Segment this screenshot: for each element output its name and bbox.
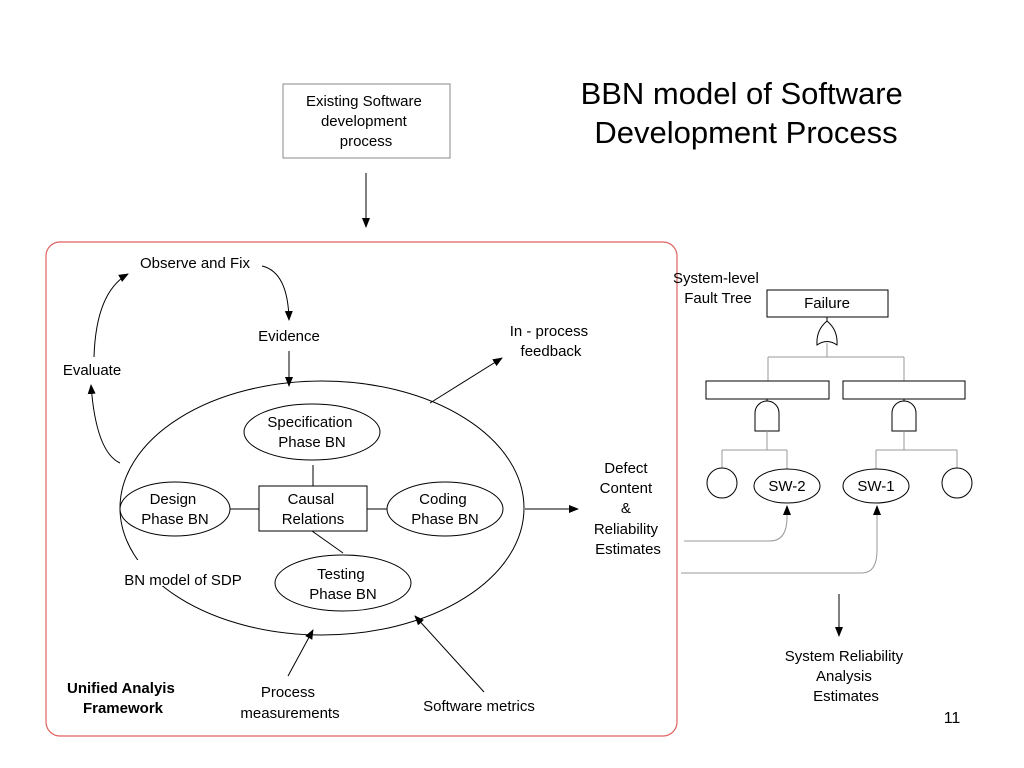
sw1-node [842, 468, 910, 504]
intermediate-event-left [705, 380, 830, 400]
sw1-label: SW-1 [857, 478, 894, 495]
fault-tree-links-bottom [721, 431, 958, 469]
arrow-process-measurements [287, 629, 314, 677]
failure-label: Failure [804, 295, 850, 312]
evaluate-label: Evaluate [63, 362, 121, 379]
basic-event-right [941, 467, 973, 499]
fault-tree-links-top [767, 343, 905, 381]
inprocess-feedback-label: In - process feedback [510, 323, 593, 360]
causal-relations-node [258, 485, 368, 532]
line-testing-causal [311, 530, 344, 554]
and-gate-left-icon [754, 400, 780, 432]
process-measurements-label: Process measurements [240, 684, 339, 722]
coding-phase-label: Coding Phase BN [411, 491, 479, 528]
spec-phase-node [243, 403, 381, 461]
arrow-to-feedback [429, 357, 503, 404]
slide-number: 11 [944, 710, 961, 727]
testing-phase-label: Testing Phase BN [309, 566, 377, 603]
unified-framework-label: Unified Analyis Framework [67, 680, 179, 717]
existing-process-box [282, 83, 451, 159]
spec-phase-label: Specification Phase BN [267, 414, 356, 451]
sw2-node [753, 468, 821, 504]
bn-model-label-bg [110, 560, 256, 586]
arrow-observe-to-evidence [261, 265, 293, 321]
arrow-model-to-evaluate [87, 384, 121, 464]
failure-top-event [766, 289, 889, 318]
design-phase-label: Design Phase BN [141, 491, 209, 528]
testing-phase-node [274, 554, 412, 612]
arrow-estimates-to-sw1 [681, 505, 881, 574]
observe-fix-label: Observe and Fix [140, 255, 251, 272]
basic-event-left [706, 467, 738, 499]
slide-title: BBN model of Software Development Proces… [581, 76, 912, 150]
defect-content-label: Defect Content & Reliability Estimates [594, 460, 662, 558]
evidence-label: Evidence [258, 328, 320, 345]
unified-framework-frame [45, 241, 678, 737]
system-reliability-label: System Reliability Analysis Estimates [785, 648, 908, 705]
coding-phase-node [386, 481, 504, 537]
existing-process-label: Existing Software development process [306, 93, 426, 150]
arrow-estimates-to-sw2 [684, 505, 791, 542]
or-gate-icon [816, 320, 838, 346]
bn-model-label: BN model of SDP [124, 572, 242, 589]
arrow-software-metrics [414, 615, 485, 693]
intermediate-event-right [842, 380, 966, 400]
sw2-label: SW-2 [768, 478, 805, 495]
design-phase-node [119, 481, 231, 537]
arrow-evaluate-to-observe [93, 273, 129, 358]
fault-tree-label: System-level Fault Tree [673, 270, 763, 307]
software-metrics-label: Software metrics [423, 698, 535, 715]
causal-relations-label: Causal Relations [282, 491, 345, 528]
and-gate-right-icon [891, 400, 917, 432]
